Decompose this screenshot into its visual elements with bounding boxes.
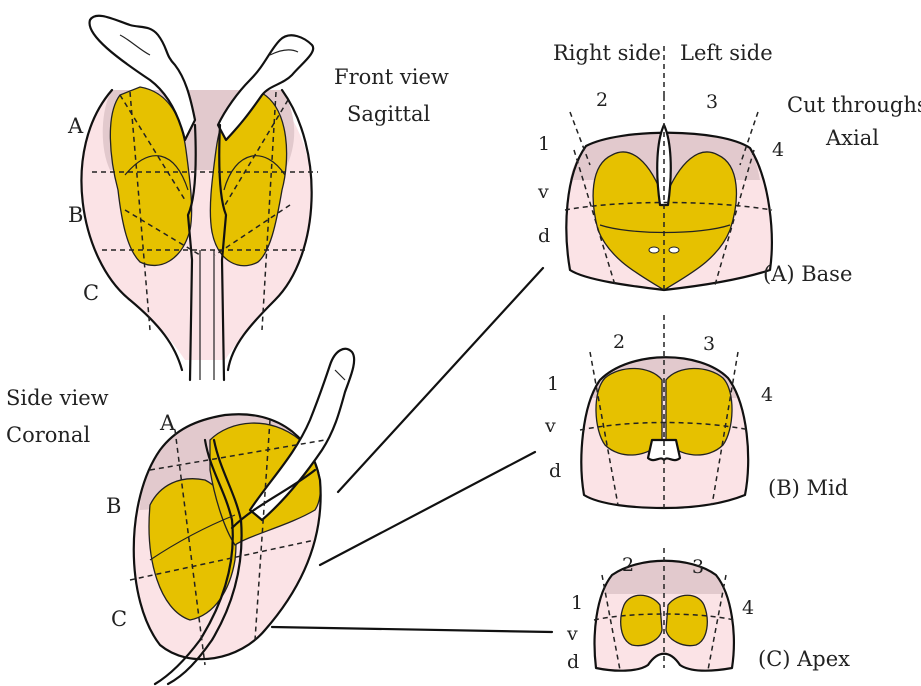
left-side-label: Left side — [680, 41, 773, 65]
front-label-b: B — [68, 203, 83, 227]
base-v: v — [537, 181, 549, 203]
side-view-subtitle: Coronal — [6, 423, 90, 447]
base-n3: 3 — [706, 91, 718, 113]
side-label-a: A — [159, 411, 176, 435]
base-n2: 2 — [596, 89, 608, 111]
front-view-subtitle: Sagittal — [347, 102, 430, 126]
duct-left — [649, 247, 659, 253]
axial-mid-section — [580, 315, 750, 508]
axial-title: Cut throughs — [787, 93, 921, 117]
axial-apex-section — [594, 548, 734, 671]
side-label-c: C — [111, 607, 127, 631]
base-n4: 4 — [772, 139, 784, 161]
connector-base — [338, 268, 543, 492]
side-label-b: B — [106, 494, 121, 518]
apex-n4: 4 — [742, 597, 754, 619]
apex-v: v — [566, 623, 578, 645]
mid-d: d — [549, 460, 561, 482]
mid-n4: 4 — [761, 384, 773, 406]
duct-right — [669, 247, 679, 253]
mid-v: v — [544, 415, 556, 437]
front-view-illustration — [81, 16, 318, 380]
mid-n1: 1 — [547, 373, 559, 395]
apex-n3: 3 — [692, 556, 704, 578]
connector-apex — [272, 627, 552, 632]
axial-base-section — [565, 96, 772, 290]
front-label-c: C — [83, 281, 99, 305]
front-label-a: A — [67, 114, 84, 138]
base-n1: 1 — [538, 133, 550, 155]
base-caption: (A) Base — [763, 262, 852, 286]
axial-subtitle: Axial — [825, 126, 879, 150]
side-view-title: Side view — [6, 386, 109, 410]
mid-caption: (B) Mid — [768, 476, 848, 500]
front-view-title: Front view — [334, 65, 449, 89]
apex-n1: 1 — [571, 592, 583, 614]
mid-n2: 2 — [613, 331, 625, 353]
apex-n2: 2 — [622, 554, 634, 576]
right-side-label: Right side — [553, 41, 661, 65]
base-d: d — [538, 225, 550, 247]
apex-caption: (C) Apex — [758, 647, 850, 671]
mid-n3: 3 — [703, 333, 715, 355]
apex-d: d — [567, 651, 579, 673]
connector-mid — [320, 452, 535, 565]
side-view-illustration — [130, 349, 354, 684]
